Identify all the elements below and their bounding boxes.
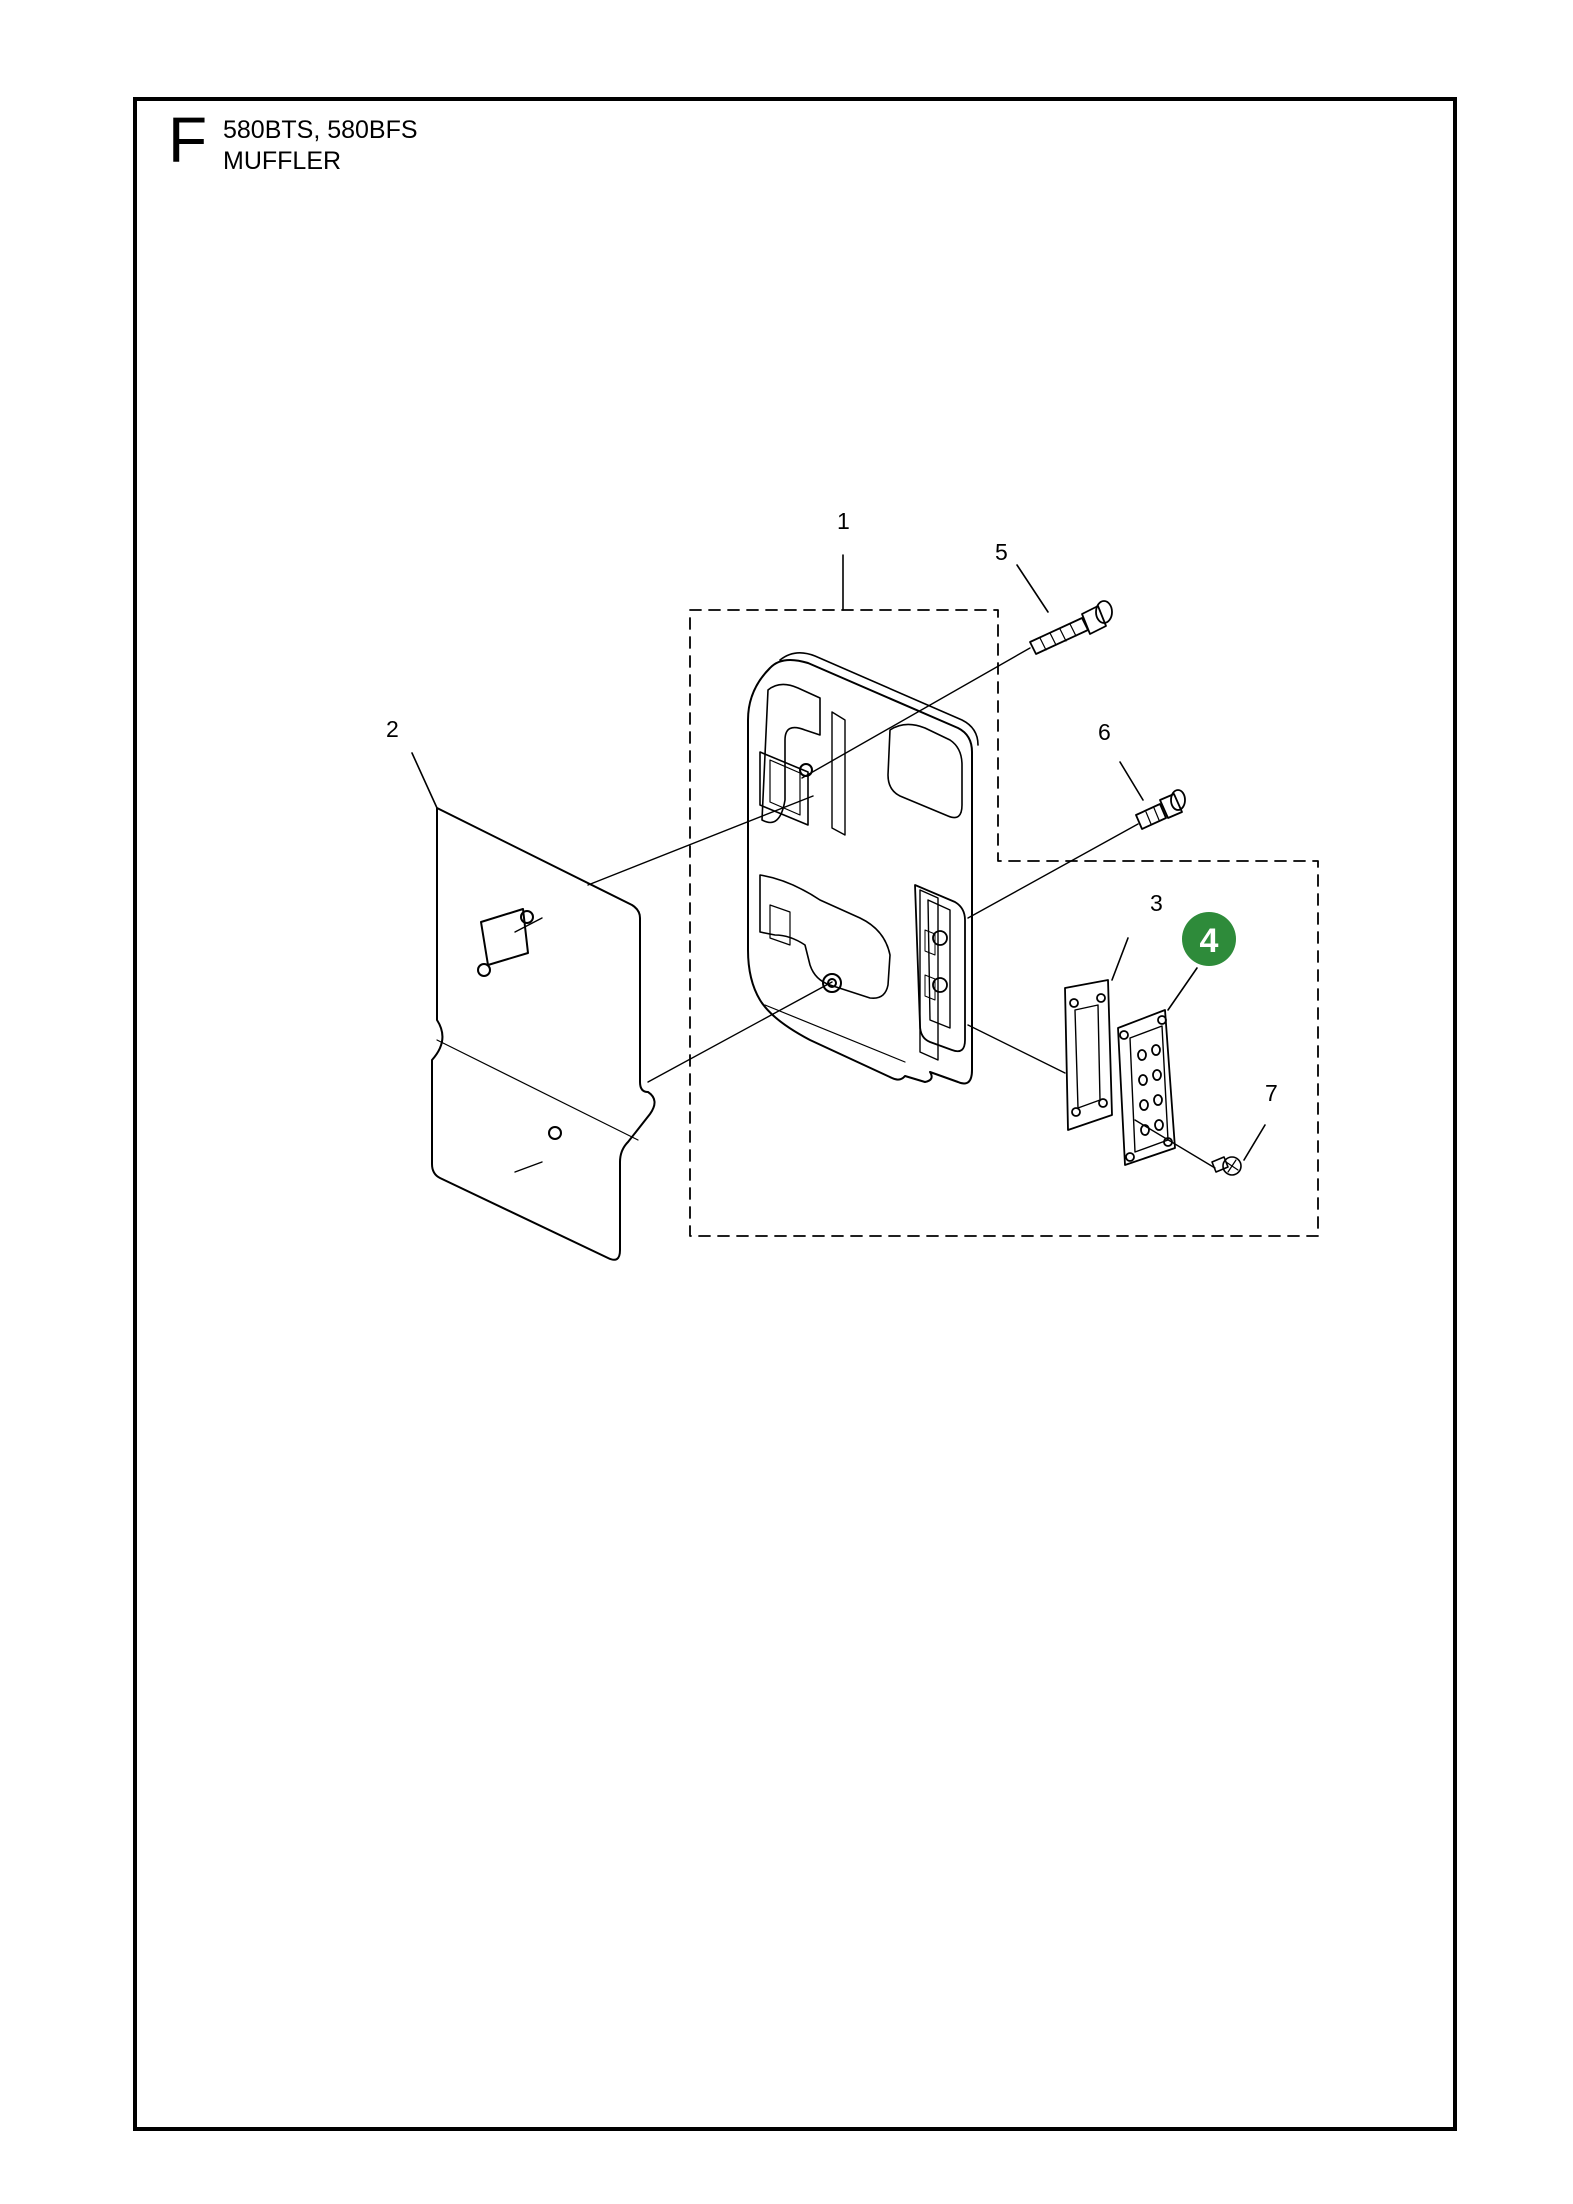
highlighted-callout-4: 4 [1182,912,1236,966]
page-border [133,97,1457,2131]
callout-7: 7 [1265,1080,1278,1106]
short-bolt [1135,789,1186,830]
model-list: 580BTS, 580BFS [223,116,418,144]
muffler-body [747,652,979,1085]
callout-labels: 1 2 3 5 6 7 [386,508,1278,1106]
assembly-name: MUFFLER [223,147,342,175]
callout-6: 6 [1098,719,1111,745]
callout-1: 1 [837,508,850,534]
leader-lines [411,554,1266,1161]
spark-arrestor [1117,1009,1176,1166]
callout-2: 2 [386,716,399,742]
highlight-badge [1182,912,1236,966]
callout-3: 3 [1150,890,1163,916]
section-letter: F [168,104,208,176]
gasket [1064,979,1113,1131]
heat-shield-plate [431,807,656,1261]
long-bolt [1029,600,1113,655]
title-block: 580BTS, 580BFS MUFFLER [223,115,418,177]
muffler-outlet-flange [914,884,966,1053]
callout-5: 5 [995,539,1008,565]
small-screw [1211,1156,1242,1176]
assembly-group-outline [689,609,1319,1237]
callout-4: 4 [1200,922,1219,960]
